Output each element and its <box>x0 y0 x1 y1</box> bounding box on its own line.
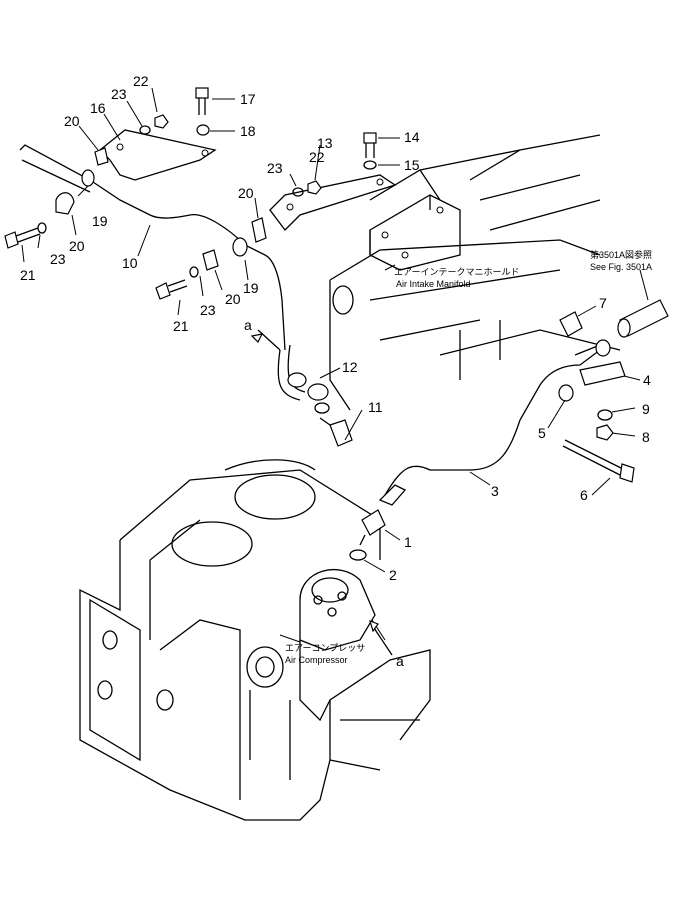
label-20-lower: 20 <box>225 291 241 307</box>
cylinder-head <box>329 134 621 411</box>
manifold-caption-jp: エアーインテークマニホールド <box>394 267 519 277</box>
compressor-caption-en: Air Compressor <box>285 655 348 665</box>
connector-1 <box>359 509 386 546</box>
label-6: 6 <box>580 487 588 503</box>
label-21-mid: 21 <box>173 318 189 334</box>
bracket-16 <box>99 129 217 181</box>
label-22-top: 22 <box>133 73 149 89</box>
label-9: 9 <box>642 401 650 417</box>
manifold-caption-en: Air Intake Manifold <box>396 279 471 289</box>
label-2: 2 <box>389 567 397 583</box>
label-11: 11 <box>368 399 383 415</box>
air-compressor <box>299 569 376 722</box>
label-12: 12 <box>342 359 358 375</box>
label-15: 15 <box>404 157 420 173</box>
engine-block <box>79 459 431 821</box>
label-23-top: 23 <box>111 86 127 102</box>
label-3: 3 <box>491 483 499 499</box>
part-labels: 1 2 3 4 5 6 7 8 9 10 11 12 13 14 15 16 1… <box>20 73 651 669</box>
label-20-top: 20 <box>64 113 80 129</box>
label-16: 16 <box>90 100 106 116</box>
tube-10 <box>19 144 306 401</box>
label-10: 10 <box>122 255 138 271</box>
bracket-13 <box>269 174 397 231</box>
label-19-right: 19 <box>243 280 259 296</box>
label-a-bottom: a <box>396 653 404 669</box>
see-fig-caption-jp: 第3501A図参照 <box>590 249 652 260</box>
label-19-left: 19 <box>92 213 108 229</box>
label-14: 14 <box>404 129 420 145</box>
label-1: 1 <box>404 534 412 550</box>
label-13: 13 <box>317 135 333 151</box>
label-a-top: a <box>244 317 252 333</box>
label-23-left: 23 <box>50 251 66 267</box>
compressor-caption-jp: エアーコンプレッサ <box>285 643 365 653</box>
label-8: 8 <box>642 429 650 445</box>
label-21-left: 21 <box>20 267 36 283</box>
small-parts <box>4 87 669 483</box>
label-23-mid: 23 <box>200 302 216 318</box>
label-18: 18 <box>240 123 256 139</box>
see-fig-caption-en: See Fig. 3501A <box>590 262 652 272</box>
label-20-mid: 20 <box>238 185 254 201</box>
label-23-right: 23 <box>267 160 283 176</box>
leader-lines <box>21 87 649 656</box>
tube-3 <box>378 349 601 506</box>
label-20-left: 20 <box>69 238 85 254</box>
label-7: 7 <box>599 295 607 311</box>
label-17: 17 <box>240 91 256 107</box>
label-4: 4 <box>643 372 651 388</box>
washer-2 <box>349 549 367 561</box>
label-22-right: 22 <box>309 149 325 165</box>
captions: エアーインテークマニホールド Air Intake Manifold エアーコン… <box>285 249 652 665</box>
label-5: 5 <box>538 425 546 441</box>
